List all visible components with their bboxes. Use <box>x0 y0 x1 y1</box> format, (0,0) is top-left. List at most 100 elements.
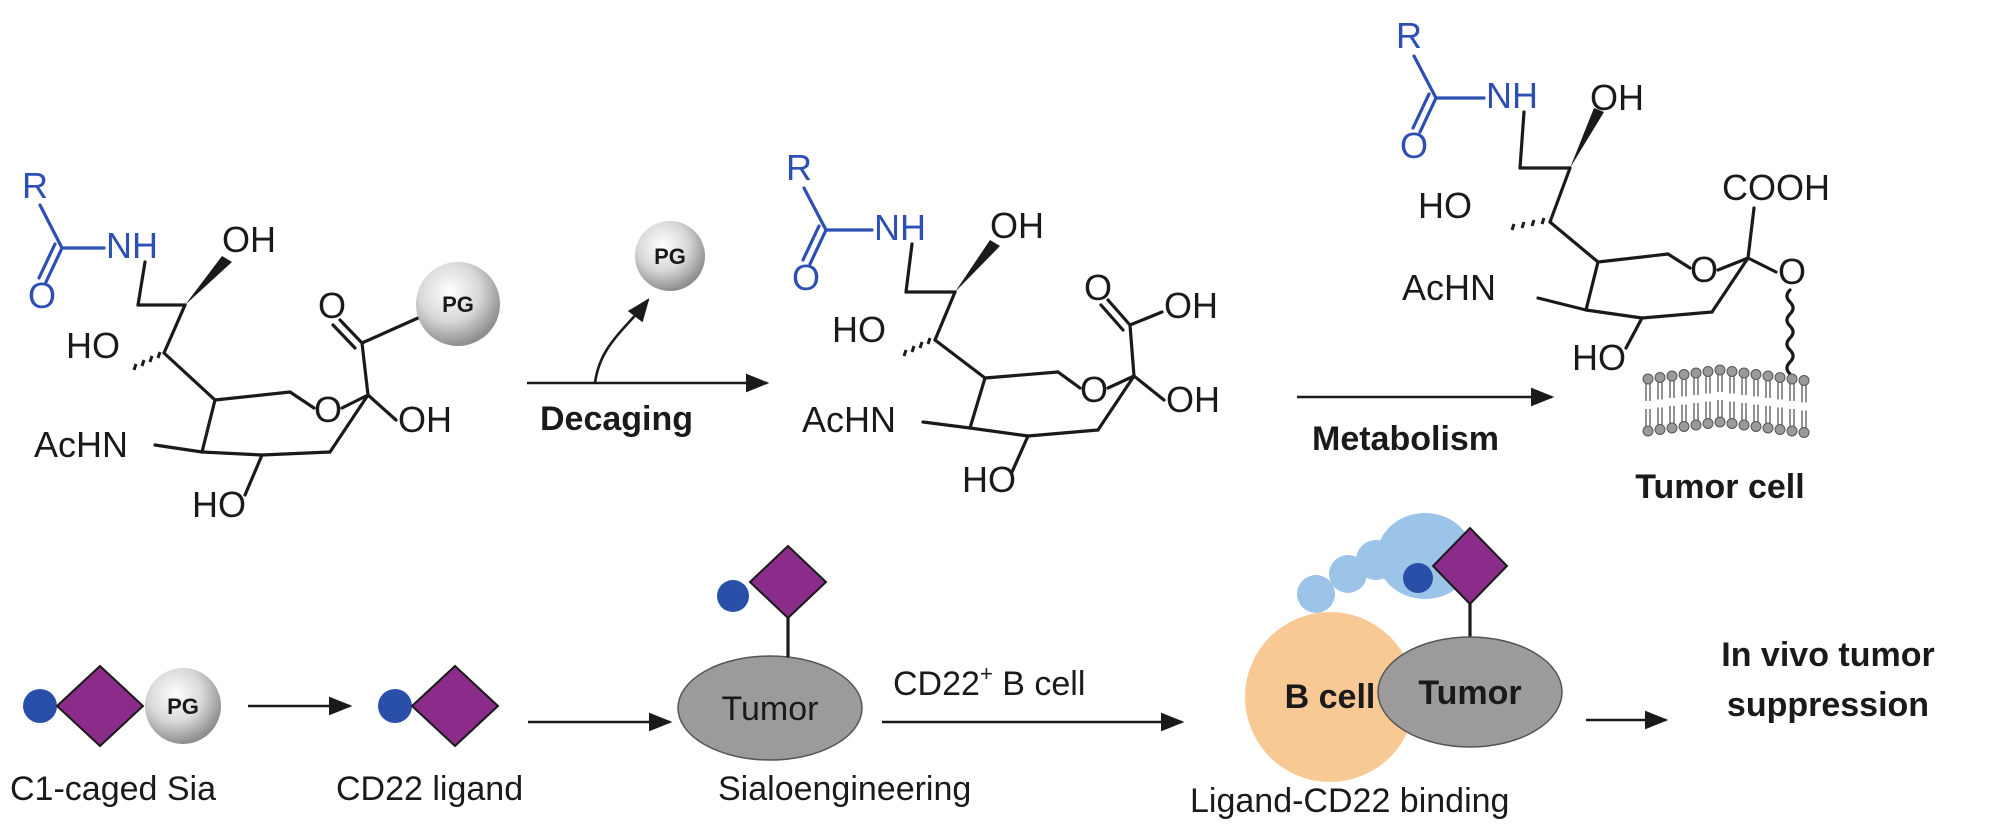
lipid-head <box>1678 369 1690 380</box>
blue-circle-ligand <box>378 689 412 723</box>
free-sialic-acid-structure: R O NH OH HO O AcHN HO OH <box>786 147 1220 500</box>
outcome-line-1: In vivo tumor <box>1721 636 1934 674</box>
ho-label-3: HO <box>1418 185 1472 226</box>
achn-label: AcHN <box>34 424 128 465</box>
surface-sia-diamond <box>748 544 828 620</box>
released-pg-sphere <box>635 221 705 291</box>
nh-label: NH <box>106 225 158 266</box>
ring-oxygen-label-2: O <box>1080 369 1108 410</box>
surface-sialoside-structure: R O NH OH HO O AcHN HO COOH <box>1396 15 1830 506</box>
cd22-b-cell-label: CD22+ B cell <box>893 661 1085 703</box>
protecting-group-sphere <box>416 262 500 346</box>
b-cell-circle <box>1245 612 1415 782</box>
lipid-head <box>1798 375 1810 386</box>
nh-label-2: NH <box>874 207 926 248</box>
oh-label-2: OH <box>990 205 1044 246</box>
caged-sialic-acid-structure: R O NH OH HO O AcHN <box>22 165 500 525</box>
purple-diamond-sia <box>55 664 145 748</box>
carbonyl-oxygen-label-2: O <box>792 257 820 298</box>
lipid-head <box>1654 372 1666 383</box>
metabolism-label: Metabolism <box>1312 420 1499 458</box>
tumor-ellipse-2 <box>1377 636 1563 748</box>
lipid-head <box>1666 422 1678 434</box>
acid-oh-label: OH <box>1164 285 1218 326</box>
oh-label-3: OH <box>1590 77 1644 118</box>
r-group-label: R <box>22 165 48 206</box>
lipid-head <box>1774 424 1786 435</box>
ho-c4-label-3: HO <box>1572 337 1626 378</box>
lipid-head <box>1738 419 1750 431</box>
tumor-ellipse-1 <box>677 655 863 761</box>
lipid-head <box>1714 416 1726 428</box>
achn-label-3: AcHN <box>1402 267 1496 308</box>
lipid-head <box>1690 367 1702 379</box>
carbonyl-oxygen-label-3: O <box>1400 125 1428 166</box>
anomeric-oh-label: OH <box>398 399 452 440</box>
lipid-head <box>1678 421 1690 432</box>
lipid-head <box>1726 418 1738 429</box>
cd22-domain-1 <box>1297 575 1335 613</box>
r-group-label-2: R <box>786 147 812 188</box>
ho-c4-label-2: HO <box>962 459 1016 500</box>
oh-label: OH <box>222 219 276 260</box>
pg-label-bottom: PG <box>167 694 199 719</box>
c1-caged-sia-label: C1-caged Sia <box>10 770 216 808</box>
pg-release-arrow <box>593 298 650 384</box>
lipid-head <box>1690 419 1702 431</box>
purple-diamond-ligand <box>410 664 500 748</box>
decaging-step: PG Decaging <box>527 221 770 438</box>
released-pg-label: PG <box>654 244 686 269</box>
lipid-head <box>1726 366 1738 377</box>
blue-circle-glycan <box>23 689 57 723</box>
lipid-head <box>1750 421 1762 432</box>
cooh-label: COOH <box>1722 167 1830 208</box>
decaging-label: Decaging <box>540 400 693 438</box>
ligand-cd22-binding-label: Ligand-CD22 binding <box>1190 782 1509 820</box>
ho-c4-label: HO <box>192 484 246 525</box>
lipid-head <box>1774 372 1786 383</box>
pg-label: PG <box>442 292 474 317</box>
ester-oxygen-label: O <box>318 285 346 326</box>
metabolism-step: Metabolism <box>1297 387 1555 458</box>
ring-oxygen-label-3: O <box>1690 249 1718 290</box>
lipid-head <box>1750 369 1762 380</box>
ring-oxygen-label: O <box>314 389 342 430</box>
lipid-head <box>1762 422 1774 434</box>
outcome-line-2: suppression <box>1727 686 1929 724</box>
lipid-head <box>1798 427 1810 438</box>
carbonyl-oxygen-label: O <box>28 275 56 316</box>
lipid-head <box>1702 418 1714 429</box>
cd22-ligand-label: CD22 ligand <box>336 770 523 808</box>
lipid-head <box>1654 424 1666 435</box>
sialoengineering-label: Sialoengineering <box>718 770 971 808</box>
bound-glycan-circle <box>1403 563 1433 593</box>
ho-label-2: HO <box>832 309 886 350</box>
surface-glycan-circle <box>717 580 749 612</box>
nh-label-3: NH <box>1486 75 1538 116</box>
pg-sphere-bottom <box>145 668 221 744</box>
lipid-head <box>1738 367 1750 379</box>
lipid-head <box>1786 425 1798 437</box>
tumor-label-1: Tumor <box>722 690 819 728</box>
r-group-label-3: R <box>1396 15 1422 56</box>
bound-sia-diamond <box>1431 526 1509 606</box>
acid-carbonyl-oxygen-label: O <box>1084 267 1112 308</box>
tumor-cell-label: Tumor cell <box>1635 468 1804 506</box>
lipid-head <box>1642 373 1654 385</box>
b-cell-label: B cell <box>1285 678 1376 716</box>
lipid-head <box>1642 425 1654 437</box>
lipid-head <box>1786 373 1798 385</box>
lipid-head <box>1762 370 1774 382</box>
lipid-head <box>1714 364 1726 376</box>
glycosidic-oxygen-label: O <box>1778 251 1806 292</box>
lipid-head <box>1702 366 1714 377</box>
workflow-row: PG C1-caged Sia CD22 ligand Tumor Sialoe… <box>10 513 1935 820</box>
anomeric-oh-label-2: OH <box>1166 379 1220 420</box>
ho-label: HO <box>66 325 120 366</box>
wavy-linker <box>1785 288 1795 376</box>
achn-label-2: AcHN <box>802 399 896 440</box>
lipid-head <box>1666 370 1678 382</box>
cell-membrane <box>1642 364 1810 438</box>
tumor-label-2: Tumor <box>1418 674 1521 712</box>
